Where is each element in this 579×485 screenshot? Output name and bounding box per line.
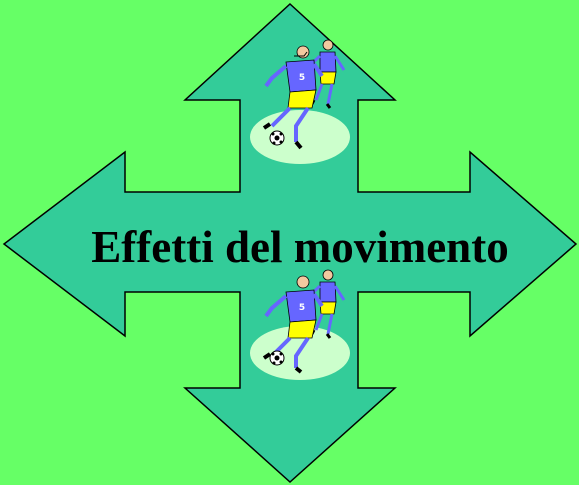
jersey-number: 5 — [299, 303, 305, 313]
front-player: 5 — [262, 45, 324, 150]
soccer-ball-icon — [269, 350, 285, 366]
jersey-number: 5 — [299, 73, 305, 83]
soccer-ball-icon — [269, 130, 285, 146]
back-player — [307, 39, 346, 109]
soccer-players-icon-bottom: 5 — [250, 269, 350, 380]
soccer-players-icon: 5 — [250, 39, 350, 164]
slide-title: Effetti del movimento — [91, 222, 508, 272]
